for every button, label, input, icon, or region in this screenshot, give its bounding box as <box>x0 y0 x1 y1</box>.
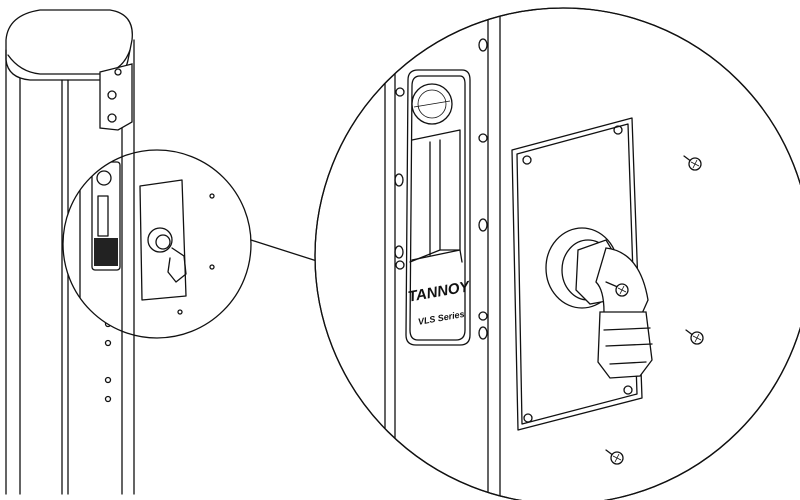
screw-icon <box>605 449 624 465</box>
speaker-column <box>5 9 135 495</box>
callout-leader-line <box>250 239 321 263</box>
screw-icon <box>685 329 704 345</box>
small-detail-inset <box>62 149 252 339</box>
screw-icon <box>605 281 629 297</box>
mounting-bracket <box>99 63 133 131</box>
screw-icon <box>683 155 702 171</box>
side-holes <box>394 38 488 340</box>
column-holes <box>104 320 112 403</box>
cable-gland-elbow <box>545 227 653 379</box>
connector-plate <box>511 117 643 431</box>
large-detail-magnified: TANNOY VLS Series <box>314 7 800 500</box>
